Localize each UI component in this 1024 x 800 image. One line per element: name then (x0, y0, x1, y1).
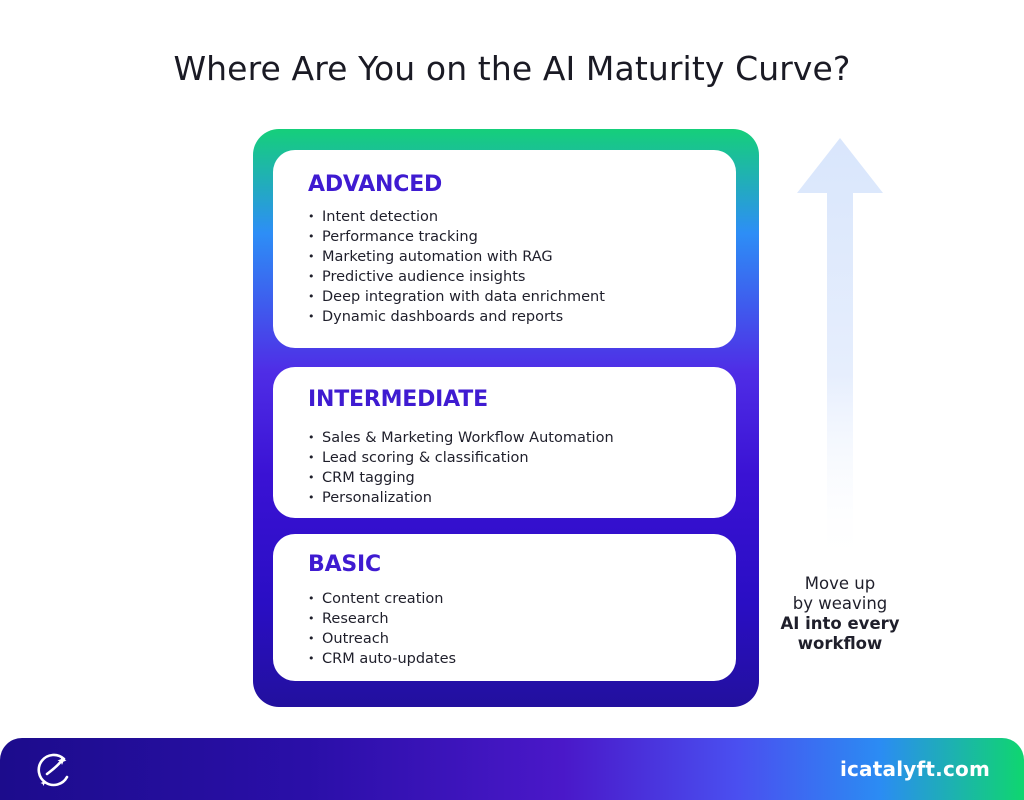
level-card-basic: BASIC Content creation Research Outreach… (273, 534, 736, 681)
level-card-advanced: ADVANCED Intent detection Performance tr… (273, 150, 736, 348)
list-item: Performance tracking (308, 227, 736, 247)
list-item: CRM tagging (308, 468, 736, 488)
level-title-intermediate: INTERMEDIATE (308, 387, 488, 412)
list-item: CRM auto-updates (308, 649, 736, 669)
caption-line: Move up (804, 574, 876, 593)
level-list-intermediate: Sales & Marketing Workflow Automation Le… (308, 428, 736, 508)
caption-line: by weaving (792, 594, 888, 613)
list-item: Research (308, 609, 736, 629)
list-item: Intent detection (308, 207, 736, 227)
page-title: Where Are You on the AI Maturity Curve? (173, 49, 851, 88)
maturity-stack: ADVANCED Intent detection Performance tr… (253, 129, 759, 707)
list-item: Sales & Marketing Workflow Automation (308, 428, 736, 448)
list-item: Lead scoring & classification (308, 448, 736, 468)
footer-bar: icatalyft.com (0, 738, 1024, 800)
caption-line-bold: AI into every (780, 614, 900, 633)
list-item: Personalization (308, 488, 736, 508)
list-item: Predictive audience insights (308, 267, 736, 287)
list-item: Deep integration with data enrichment (308, 287, 736, 307)
orbit-logo-icon[interactable] (34, 750, 74, 790)
list-item: Content creation (308, 589, 736, 609)
arrow-caption: Move up by weaving AI into every workflo… (760, 574, 920, 654)
level-title-basic: BASIC (308, 552, 381, 577)
list-item: Marketing automation with RAG (308, 247, 736, 267)
level-title-advanced: ADVANCED (308, 172, 443, 197)
level-list-basic: Content creation Research Outreach CRM a… (308, 589, 736, 669)
up-arrow-icon (797, 138, 883, 568)
list-item: Outreach (308, 629, 736, 649)
site-link[interactable]: icatalyft.com (839, 757, 990, 781)
level-list-advanced: Intent detection Performance tracking Ma… (308, 207, 736, 327)
caption-line-bold: workflow (797, 634, 883, 653)
level-card-intermediate: INTERMEDIATE Sales & Marketing Workflow … (273, 367, 736, 518)
list-item: Dynamic dashboards and reports (308, 307, 736, 327)
